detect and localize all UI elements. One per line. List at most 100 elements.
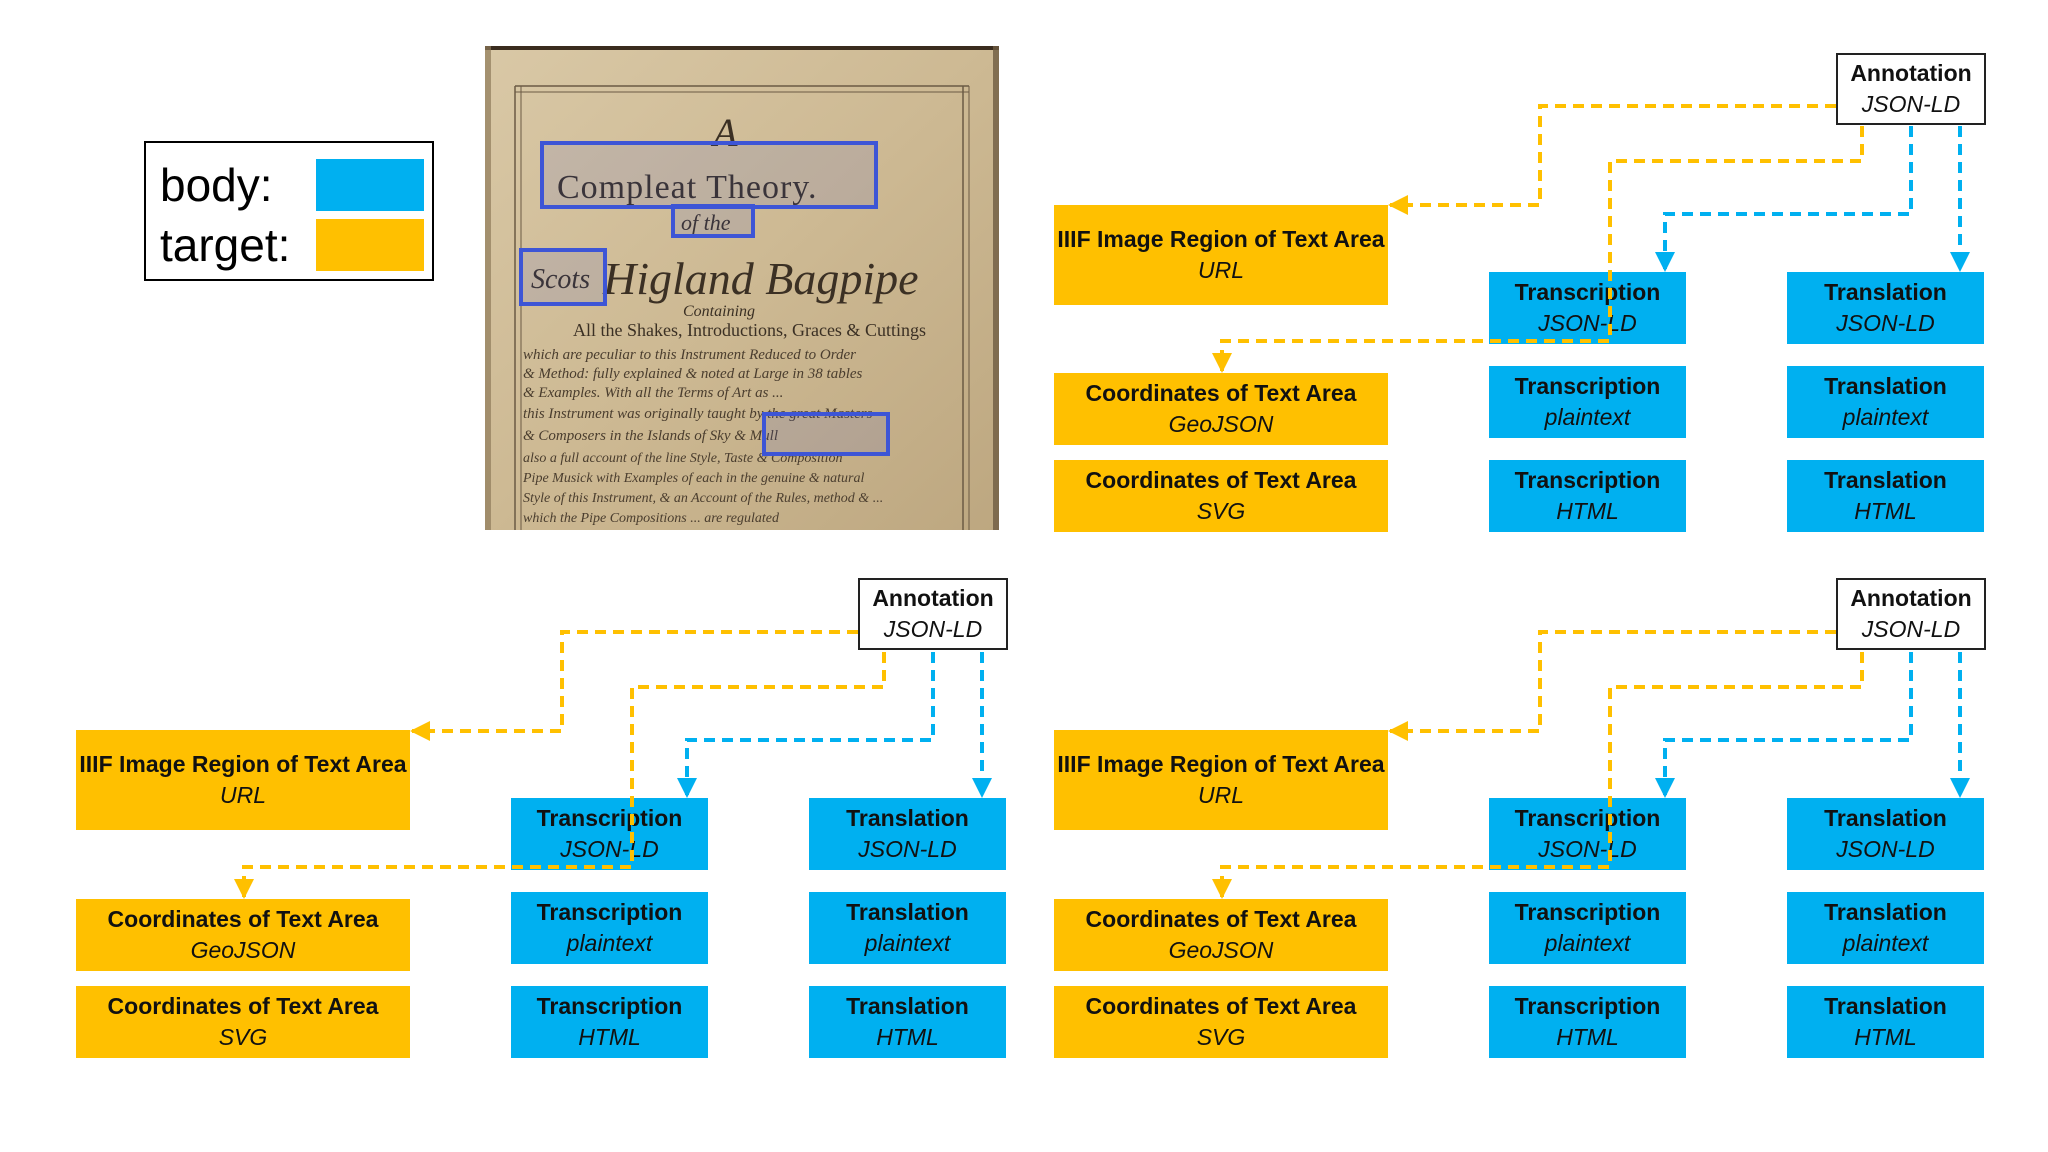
legend-target-label: target: bbox=[160, 219, 291, 271]
d2-translation-plaintext: Translation plaintext bbox=[809, 892, 1006, 964]
d2-target-geojson-title: Coordinates of Text Area bbox=[107, 906, 379, 932]
d1-translation-plaintext: Translation plaintext bbox=[1787, 366, 1984, 438]
d2-annotation-format: JSON-LD bbox=[883, 616, 983, 642]
d3-transcription-plaintext: Transcription plaintext bbox=[1489, 892, 1686, 964]
d3-transcription-html: Transcription HTML bbox=[1489, 986, 1686, 1058]
d1-translation-jsonld: Translation JSON-LD bbox=[1787, 272, 1984, 344]
d3-translation-html-format: HTML bbox=[1854, 1024, 1917, 1050]
ms-line-15: which the Pipe Compositions ... are regu… bbox=[523, 511, 780, 526]
d1-transcription-plaintext-title: Transcription bbox=[1514, 373, 1661, 399]
d2-translation-jsonld-format: JSON-LD bbox=[858, 836, 957, 862]
region-of-the-box[interactable] bbox=[671, 204, 755, 238]
d3-target-coords-svg: Coordinates of Text Area SVG bbox=[1054, 986, 1388, 1058]
d3-translation-html-title: Translation bbox=[1824, 993, 1947, 1019]
d1-annotation-format: JSON-LD bbox=[1861, 91, 1961, 117]
d3-transcription-jsonld: Transcription JSON-LD bbox=[1489, 798, 1686, 870]
d3-annotation-title: Annotation bbox=[1850, 585, 1972, 611]
d2-target-geojson-format: GeoJSON bbox=[190, 937, 296, 963]
d3-translation-jsonld-title: Translation bbox=[1824, 805, 1947, 831]
d3-target-coords-geojson: Coordinates of Text Area GeoJSON bbox=[1054, 899, 1388, 971]
ms-line-6: All the Shakes, Introductions, Graces & … bbox=[573, 320, 926, 340]
d3-transcription-html-title: Transcription bbox=[1514, 993, 1661, 1019]
paper-background bbox=[485, 46, 999, 530]
d1-target-coords-svg: Coordinates of Text Area SVG bbox=[1054, 460, 1388, 532]
d1-translation-html-format: HTML bbox=[1854, 498, 1917, 524]
d1-transcription-jsonld: Transcription JSON-LD bbox=[1489, 272, 1686, 344]
ms-line-7: which are peculiar to this Instrument Re… bbox=[523, 347, 856, 363]
d2-translation-html-title: Translation bbox=[846, 993, 969, 1019]
d3-transcription-jsonld-title: Transcription bbox=[1514, 805, 1661, 831]
ms-line-1: Compleat Theory. bbox=[557, 169, 818, 206]
d3-transcription-jsonld-format: JSON-LD bbox=[1538, 836, 1637, 862]
d3-translation-plaintext: Translation plaintext bbox=[1787, 892, 1984, 964]
d2-transcription-connector bbox=[677, 652, 935, 798]
d2-target-coords-geojson: Coordinates of Text Area GeoJSON bbox=[76, 899, 410, 971]
d1-target-iiif-region: IIIF Image Region of Text Area URL bbox=[1054, 205, 1388, 305]
ms-line-5: Containing bbox=[683, 303, 755, 320]
d2-transcription-plaintext-format: plaintext bbox=[566, 930, 653, 956]
d1-target-iiif-format: URL bbox=[1197, 257, 1244, 283]
legend-body-label: body: bbox=[160, 159, 273, 211]
d2-target-iiif-title: IIIF Image Region of Text Area bbox=[79, 751, 407, 777]
d1-transcription-html: Transcription HTML bbox=[1489, 460, 1686, 532]
d1-transcription-html-format: HTML bbox=[1556, 498, 1619, 524]
d1-target-geojson-format: GeoJSON bbox=[1168, 411, 1274, 437]
legend-target-swatch bbox=[316, 219, 424, 271]
d2-transcription-html: Transcription HTML bbox=[511, 986, 708, 1058]
d3-target-geojson-format: GeoJSON bbox=[1168, 937, 1274, 963]
region-sky-mull-box[interactable] bbox=[762, 412, 890, 456]
region-title-box[interactable] bbox=[540, 141, 878, 209]
d3-target-svg-format: SVG bbox=[1196, 1024, 1246, 1050]
d2-translation-jsonld: Translation JSON-LD bbox=[809, 798, 1006, 870]
d3-translation-jsonld: Translation JSON-LD bbox=[1787, 798, 1984, 870]
d3-transcription-plaintext-title: Transcription bbox=[1514, 899, 1661, 925]
d1-transcription-jsonld-title: Transcription bbox=[1514, 279, 1661, 305]
legend-body-swatch bbox=[316, 159, 424, 211]
d2-transcription-jsonld-title: Transcription bbox=[536, 805, 683, 831]
d2-translation-jsonld-title: Translation bbox=[846, 805, 969, 831]
d3-target-iiif-region: IIIF Image Region of Text Area URL bbox=[1054, 730, 1388, 830]
d3-annotation-format: JSON-LD bbox=[1861, 616, 1961, 642]
d3-translation-html: Translation HTML bbox=[1787, 986, 1984, 1058]
d2-target-svg-title: Coordinates of Text Area bbox=[107, 993, 379, 1019]
d3-transcription-html-format: HTML bbox=[1556, 1024, 1619, 1050]
d3-annotation-box: Annotation JSON-LD bbox=[1836, 578, 1986, 650]
d1-transcription-plaintext-format: plaintext bbox=[1544, 404, 1631, 430]
d1-translation-plaintext-format: plaintext bbox=[1842, 404, 1929, 430]
ms-line-3: Scots bbox=[531, 264, 590, 295]
ms-line-0: A bbox=[710, 110, 738, 155]
manuscript-image: A Compleat Theory. of the Scots Higland … bbox=[485, 46, 999, 530]
ms-line-14: Style of this Instrument, & an Account o… bbox=[523, 491, 883, 506]
d2-annotation-title: Annotation bbox=[872, 585, 994, 611]
d2-translation-html-format: HTML bbox=[876, 1024, 939, 1050]
d1-translation-jsonld-title: Translation bbox=[1824, 279, 1947, 305]
d3-transcription-plaintext-format: plaintext bbox=[1544, 930, 1631, 956]
d1-target-svg-title: Coordinates of Text Area bbox=[1085, 467, 1357, 493]
d2-translation-html: Translation HTML bbox=[809, 986, 1006, 1058]
d3-target-iiif-format: URL bbox=[1197, 782, 1244, 808]
d2-transcription-jsonld: Transcription JSON-LD bbox=[511, 798, 708, 870]
d2-iiif-connector bbox=[410, 630, 858, 741]
d1-annotation-title: Annotation bbox=[1850, 60, 1972, 86]
legend-body-row: body: bbox=[160, 155, 430, 211]
d1-target-coords-geojson: Coordinates of Text Area GeoJSON bbox=[1054, 373, 1388, 445]
d2-transcription-html-title: Transcription bbox=[536, 993, 683, 1019]
legend-target-row: target: bbox=[160, 215, 430, 271]
ms-line-8: & Method: fully explained & noted at Lar… bbox=[523, 366, 863, 382]
d1-transcription-jsonld-format: JSON-LD bbox=[1538, 310, 1637, 336]
d1-transcription-connector bbox=[1655, 126, 1913, 272]
region-scots-box[interactable] bbox=[519, 248, 607, 306]
ms-line-10: this Instrument was originally taught by… bbox=[523, 406, 873, 422]
d1-translation-html-title: Translation bbox=[1824, 467, 1947, 493]
d3-translation-jsonld-format: JSON-LD bbox=[1836, 836, 1935, 862]
d2-transcription-plaintext: Transcription plaintext bbox=[511, 892, 708, 964]
d3-iiif-connector bbox=[1388, 630, 1836, 741]
d2-transcription-html-format: HTML bbox=[578, 1024, 641, 1050]
d2-target-iiif-region: IIIF Image Region of Text Area URL bbox=[76, 730, 410, 830]
d1-annotation-box: Annotation JSON-LD bbox=[1836, 53, 1986, 125]
d3-translation-plaintext-title: Translation bbox=[1824, 899, 1947, 925]
d2-translation-plaintext-title: Translation bbox=[846, 899, 969, 925]
d2-translation-plaintext-format: plaintext bbox=[864, 930, 951, 956]
d2-target-iiif-format: URL bbox=[219, 782, 266, 808]
legend: body: target: bbox=[144, 141, 434, 281]
